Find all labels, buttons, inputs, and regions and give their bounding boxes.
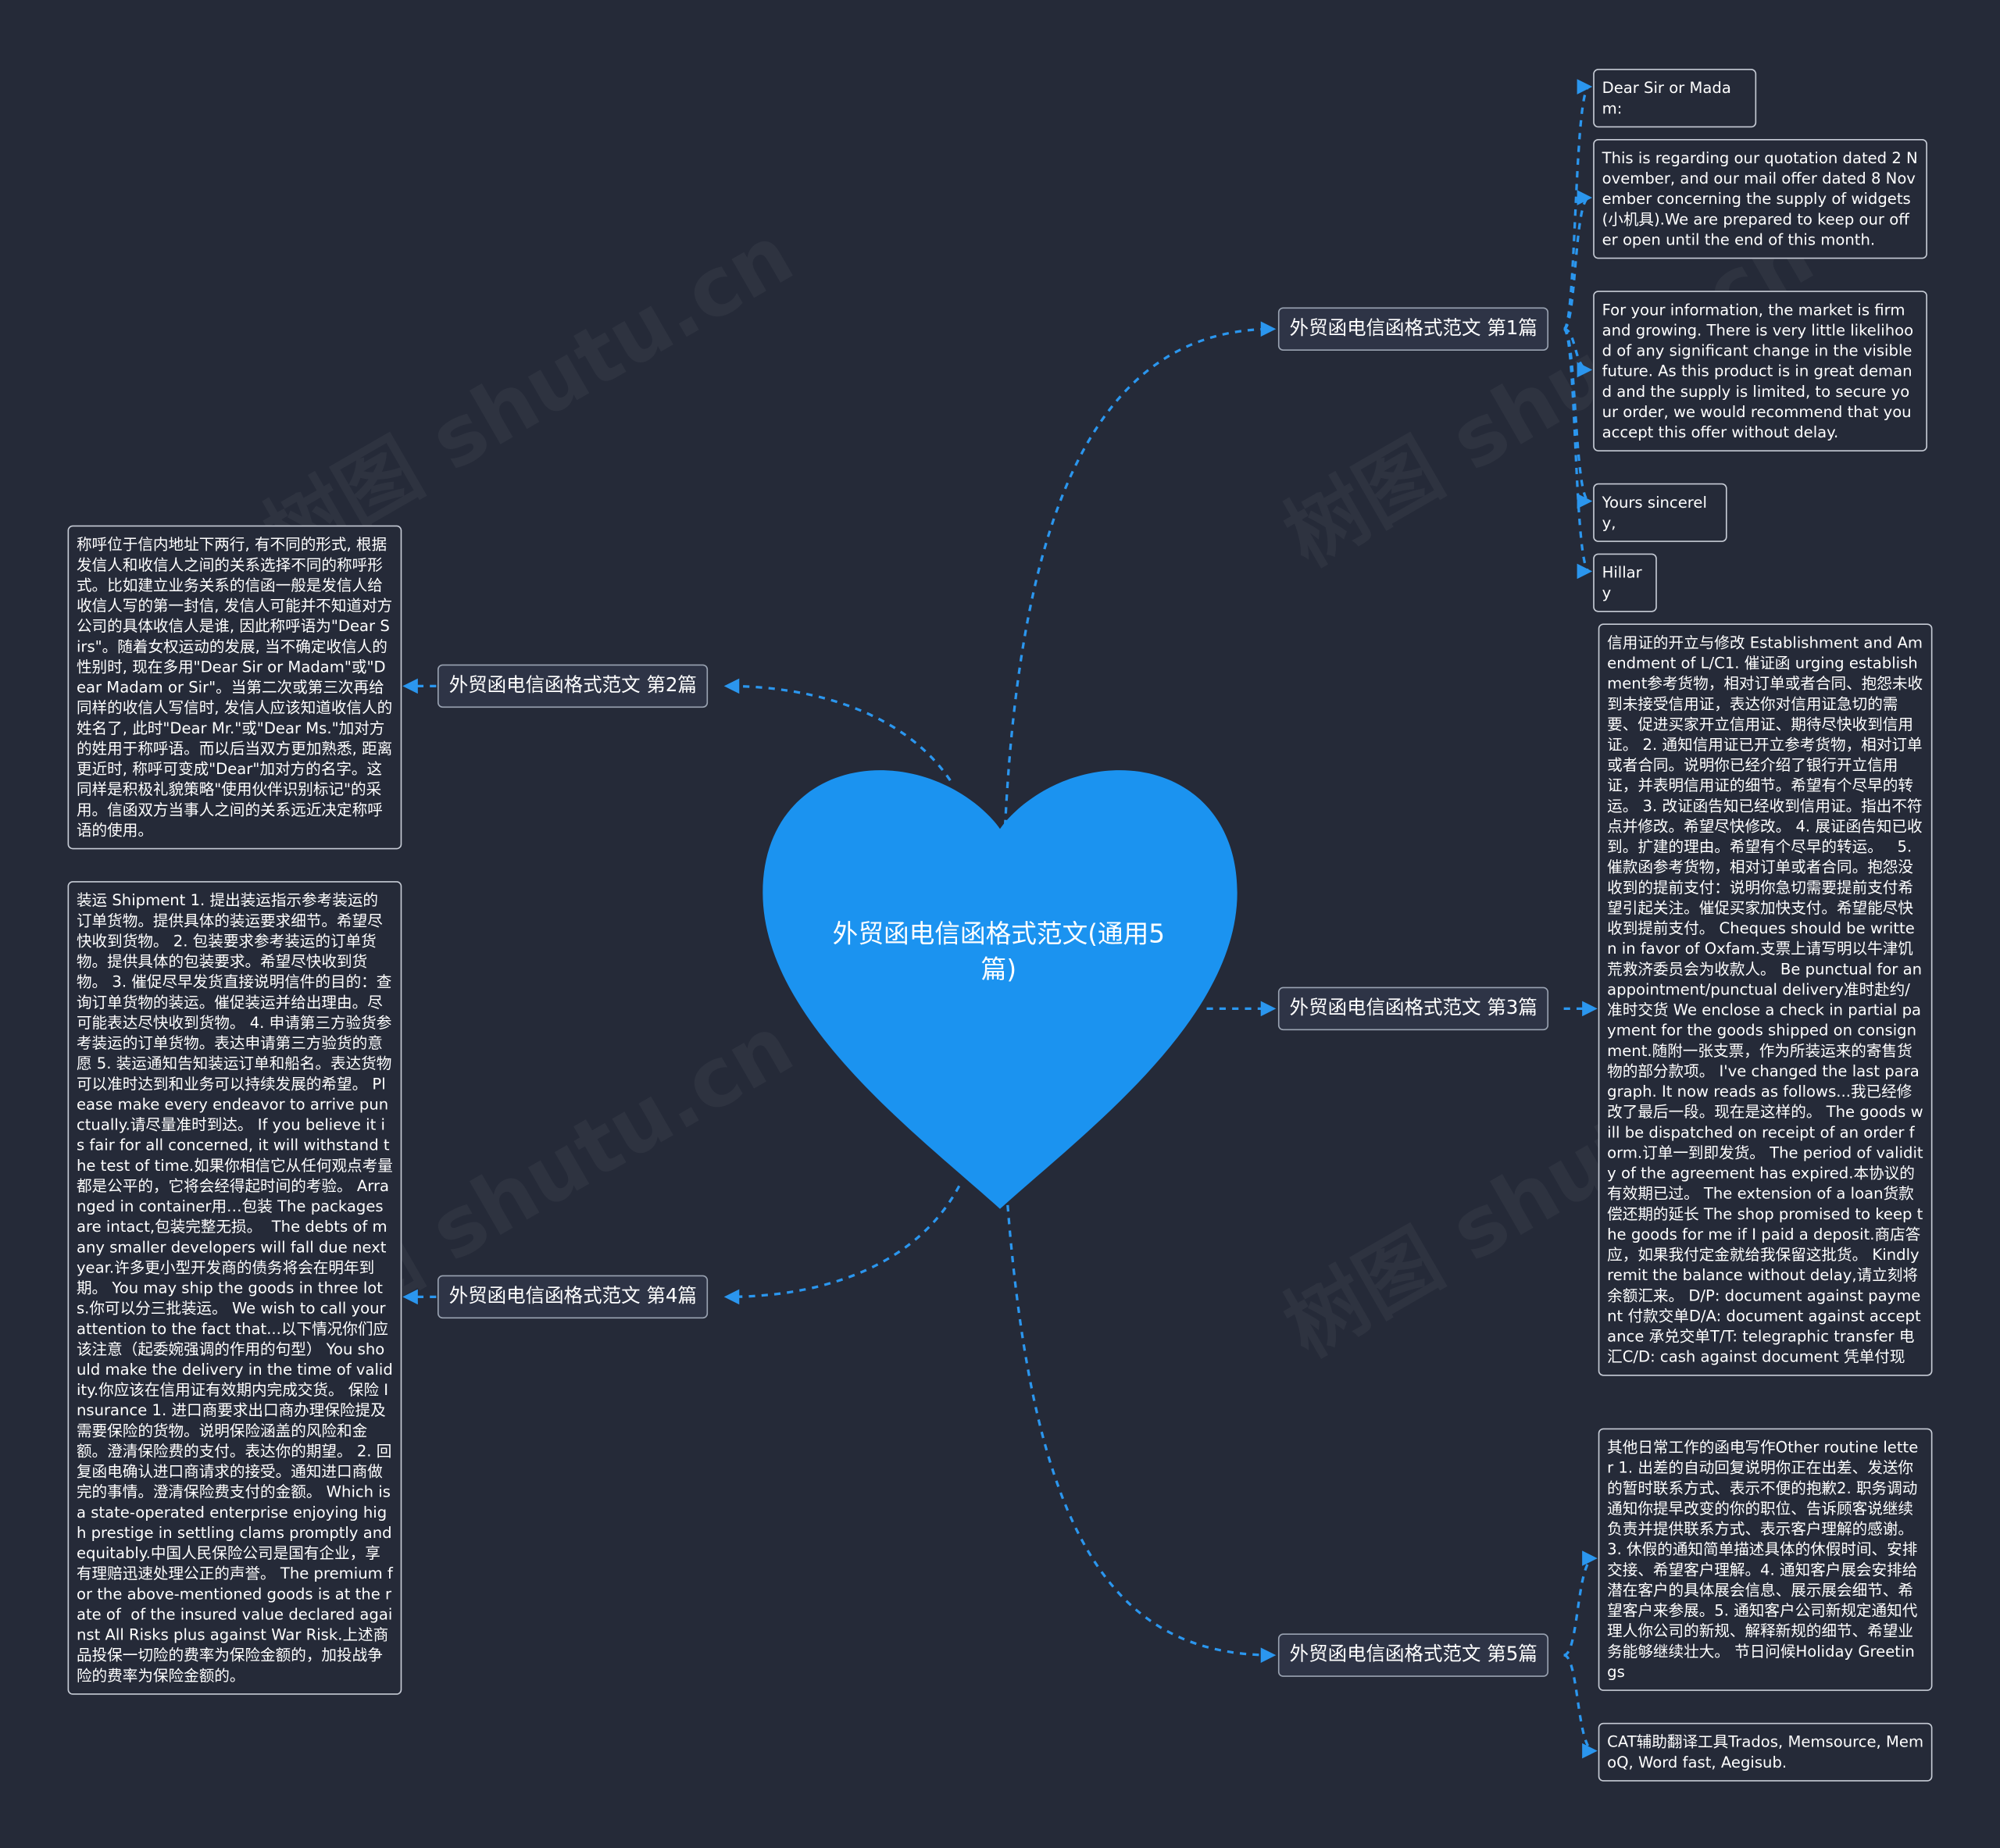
b1-leaf-greeting[interactable]: Dear Sir or Madam:: [1593, 69, 1757, 128]
b3-leaf-lc[interactable]: 信用证的开立与修改 Establishment and Amendment of…: [1598, 623, 1933, 1376]
connector-b1-leaf5: [1562, 327, 1593, 579]
connector-center-b1: [1003, 321, 1277, 827]
b1-leaf-signature[interactable]: Hillary: [1593, 553, 1657, 612]
b1-leaf-quotation[interactable]: This is regarding our quotation dated 2 …: [1593, 138, 1927, 259]
b1-leaf-closing[interactable]: Yours sincerely,: [1593, 483, 1727, 542]
branch-5[interactable]: 外贸函电信函格式范文 第5篇: [1277, 1633, 1549, 1677]
connector-b1-leaf4: [1562, 327, 1593, 509]
connector-b5-leaf2: [1562, 1654, 1598, 1759]
branch-3[interactable]: 外贸函电信函格式范文 第3篇: [1277, 986, 1549, 1031]
branch-1[interactable]: 外贸函电信函格式范文 第1篇: [1277, 307, 1549, 351]
connector-b1-leaf1: [1562, 79, 1593, 330]
center-heart-shape: [762, 770, 1238, 1209]
b2-leaf-salutation[interactable]: 称呼位于信内地址下两行, 有不同的形式, 根据发信人和收信人之间的关系选择不同的…: [67, 525, 402, 850]
center-topic-title[interactable]: 外贸函电信函格式范文(通用5篇): [832, 918, 1166, 985]
connector-b5-leaf1: [1562, 1550, 1598, 1657]
branch-2[interactable]: 外贸函电信函格式范文 第2篇: [437, 664, 709, 708]
connector-b1-leaf3: [1563, 327, 1593, 378]
connector-center-b5: [1006, 1204, 1277, 1663]
connector-center-b4: [723, 1185, 961, 1305]
connector-center-b2: [723, 678, 952, 782]
b5-leaf-routine[interactable]: 其他日常工作的函电写作Other routine letter 1. 出差的自动…: [1598, 1428, 1933, 1691]
branch-4[interactable]: 外贸函电信函格式范文 第4篇: [437, 1275, 709, 1319]
b4-leaf-shipment[interactable]: 装运 Shipment 1. 提出装运指示参考装运的订单货物。提供具体的装运要求…: [67, 881, 402, 1695]
b1-leaf-market-info[interactable]: For your information, the market is firm…: [1593, 291, 1927, 451]
b5-leaf-cat-tools[interactable]: CAT辅助翻译工具Trados, Memsource, MemoQ, Word …: [1598, 1722, 1933, 1782]
connector-b1-leaf2: [1562, 190, 1593, 330]
